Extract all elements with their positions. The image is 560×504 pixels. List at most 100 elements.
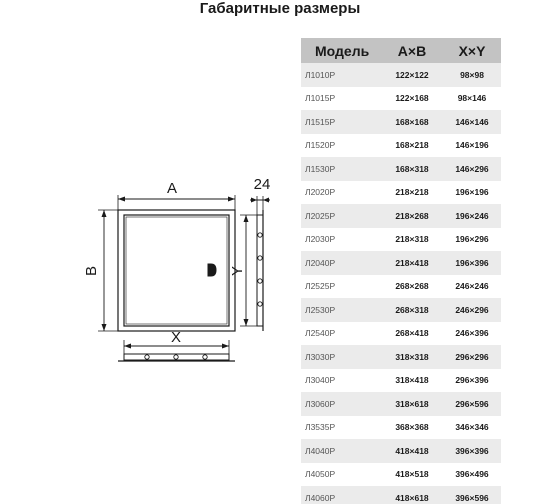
table-row: Л2525Р 268×268 246×246 [301, 275, 501, 299]
cell-xy: 196×396 [443, 251, 501, 275]
side-hole-4 [257, 301, 263, 307]
lock-icon [207, 263, 217, 277]
arrow-y-bottom [243, 319, 249, 326]
side-hole-3 [257, 278, 263, 284]
side-view-body [256, 214, 264, 327]
label-a: A [167, 180, 177, 197]
cell-ab: 418×418 [381, 439, 443, 463]
table-row: Л4050Р 418×518 396×496 [301, 463, 501, 487]
cell-xy: 296×296 [443, 345, 501, 369]
cell-ab: 318×618 [381, 392, 443, 416]
label-x: X [171, 329, 181, 346]
cell-xy: 246×396 [455, 328, 489, 339]
cell-xy: 146×146 [443, 110, 501, 134]
dimension-diagram: A B X Y 24 [83, 176, 271, 362]
bottom-hole-1 [144, 354, 150, 360]
cell-xy: 146×196 [455, 140, 489, 151]
cell-ab: 268×318 [381, 298, 443, 322]
cell-model: Л2025Р [301, 204, 381, 228]
cell-ab: 122×122 [381, 63, 443, 87]
cell-model: Л1520Р [305, 140, 336, 151]
cell-model: Л1530Р [301, 157, 381, 181]
cell-model: Л3030Р [301, 345, 381, 369]
cell-model: Л4060Р [301, 486, 381, 504]
cell-model: Л3535Р [305, 422, 336, 433]
cell-ab: 218×268 [381, 204, 443, 228]
hatch-door-inner [125, 216, 228, 325]
arrow-depth-right [263, 197, 269, 203]
table-row: Л2020Р 218×218 196×196 [301, 181, 501, 205]
cell-ab: 122×168 [395, 93, 429, 104]
cell-ab: 418×618 [381, 486, 443, 504]
table-row: Л2540Р 268×418 246×396 [301, 322, 501, 346]
bottom-hole-2 [173, 354, 179, 360]
cell-xy: 246×296 [443, 298, 501, 322]
label-y: Y [229, 266, 246, 276]
cell-model: Л2030Р [305, 234, 336, 245]
cell-model: Л1515Р [301, 110, 381, 134]
cell-model: Л3060Р [301, 392, 381, 416]
cell-ab: 168×168 [381, 110, 443, 134]
cell-xy: 396×496 [455, 469, 489, 480]
cell-ab: 218×318 [395, 234, 429, 245]
cell-model: Л4040Р [301, 439, 381, 463]
arrow-depth-left [251, 197, 257, 203]
cell-model: Л2020Р [305, 187, 336, 198]
cell-xy: 296×396 [455, 375, 489, 386]
side-hole-2 [257, 255, 263, 261]
cell-xy: 196×296 [455, 234, 489, 245]
cell-model: Л2530Р [301, 298, 381, 322]
header-model: Модель [301, 38, 381, 63]
cell-xy: 98×98 [443, 63, 501, 87]
cell-ab: 318×418 [395, 375, 429, 386]
bottom-view-body [123, 353, 230, 361]
cell-xy: 246×246 [455, 281, 489, 292]
cell-model: Л1010Р [301, 63, 381, 87]
cell-ab: 168×218 [395, 140, 429, 151]
header-xy: X×Y [443, 38, 501, 63]
label-depth: 24 [254, 176, 271, 193]
arrow-x-right [222, 343, 229, 349]
arrow-b-top [101, 210, 107, 217]
arrow-y-top [243, 215, 249, 222]
label-b: B [83, 266, 100, 276]
cell-model: Л2540Р [305, 328, 336, 339]
cell-model: Л2040Р [301, 251, 381, 275]
arrow-a-left [118, 196, 125, 202]
cell-ab: 268×268 [395, 281, 429, 292]
cell-xy: 396×396 [443, 439, 501, 463]
table-row: Л2030Р 218×318 196×296 [301, 228, 501, 252]
arrow-b-bottom [101, 324, 107, 331]
cell-ab: 268×418 [395, 328, 429, 339]
cell-xy: 346×346 [455, 422, 489, 433]
cell-model: Л4050Р [305, 469, 336, 480]
cell-model: Л2525Р [305, 281, 336, 292]
cell-xy: 396×596 [443, 486, 501, 504]
hatch-outer-frame [117, 209, 236, 332]
cell-xy: 98×146 [457, 93, 487, 104]
hatch-door-panel [123, 214, 230, 327]
cell-ab: 168×318 [381, 157, 443, 181]
cell-xy: 146×296 [443, 157, 501, 181]
cell-xy: 196×196 [455, 187, 489, 198]
bottom-hole-3 [202, 354, 208, 360]
cell-ab: 218×418 [381, 251, 443, 275]
cell-ab: 318×318 [381, 345, 443, 369]
cell-ab: 218×218 [395, 187, 429, 198]
cell-xy: 196×246 [443, 204, 501, 228]
table-row: Л1520Р 168×218 146×196 [301, 134, 501, 158]
cell-ab: 418×518 [395, 469, 429, 480]
